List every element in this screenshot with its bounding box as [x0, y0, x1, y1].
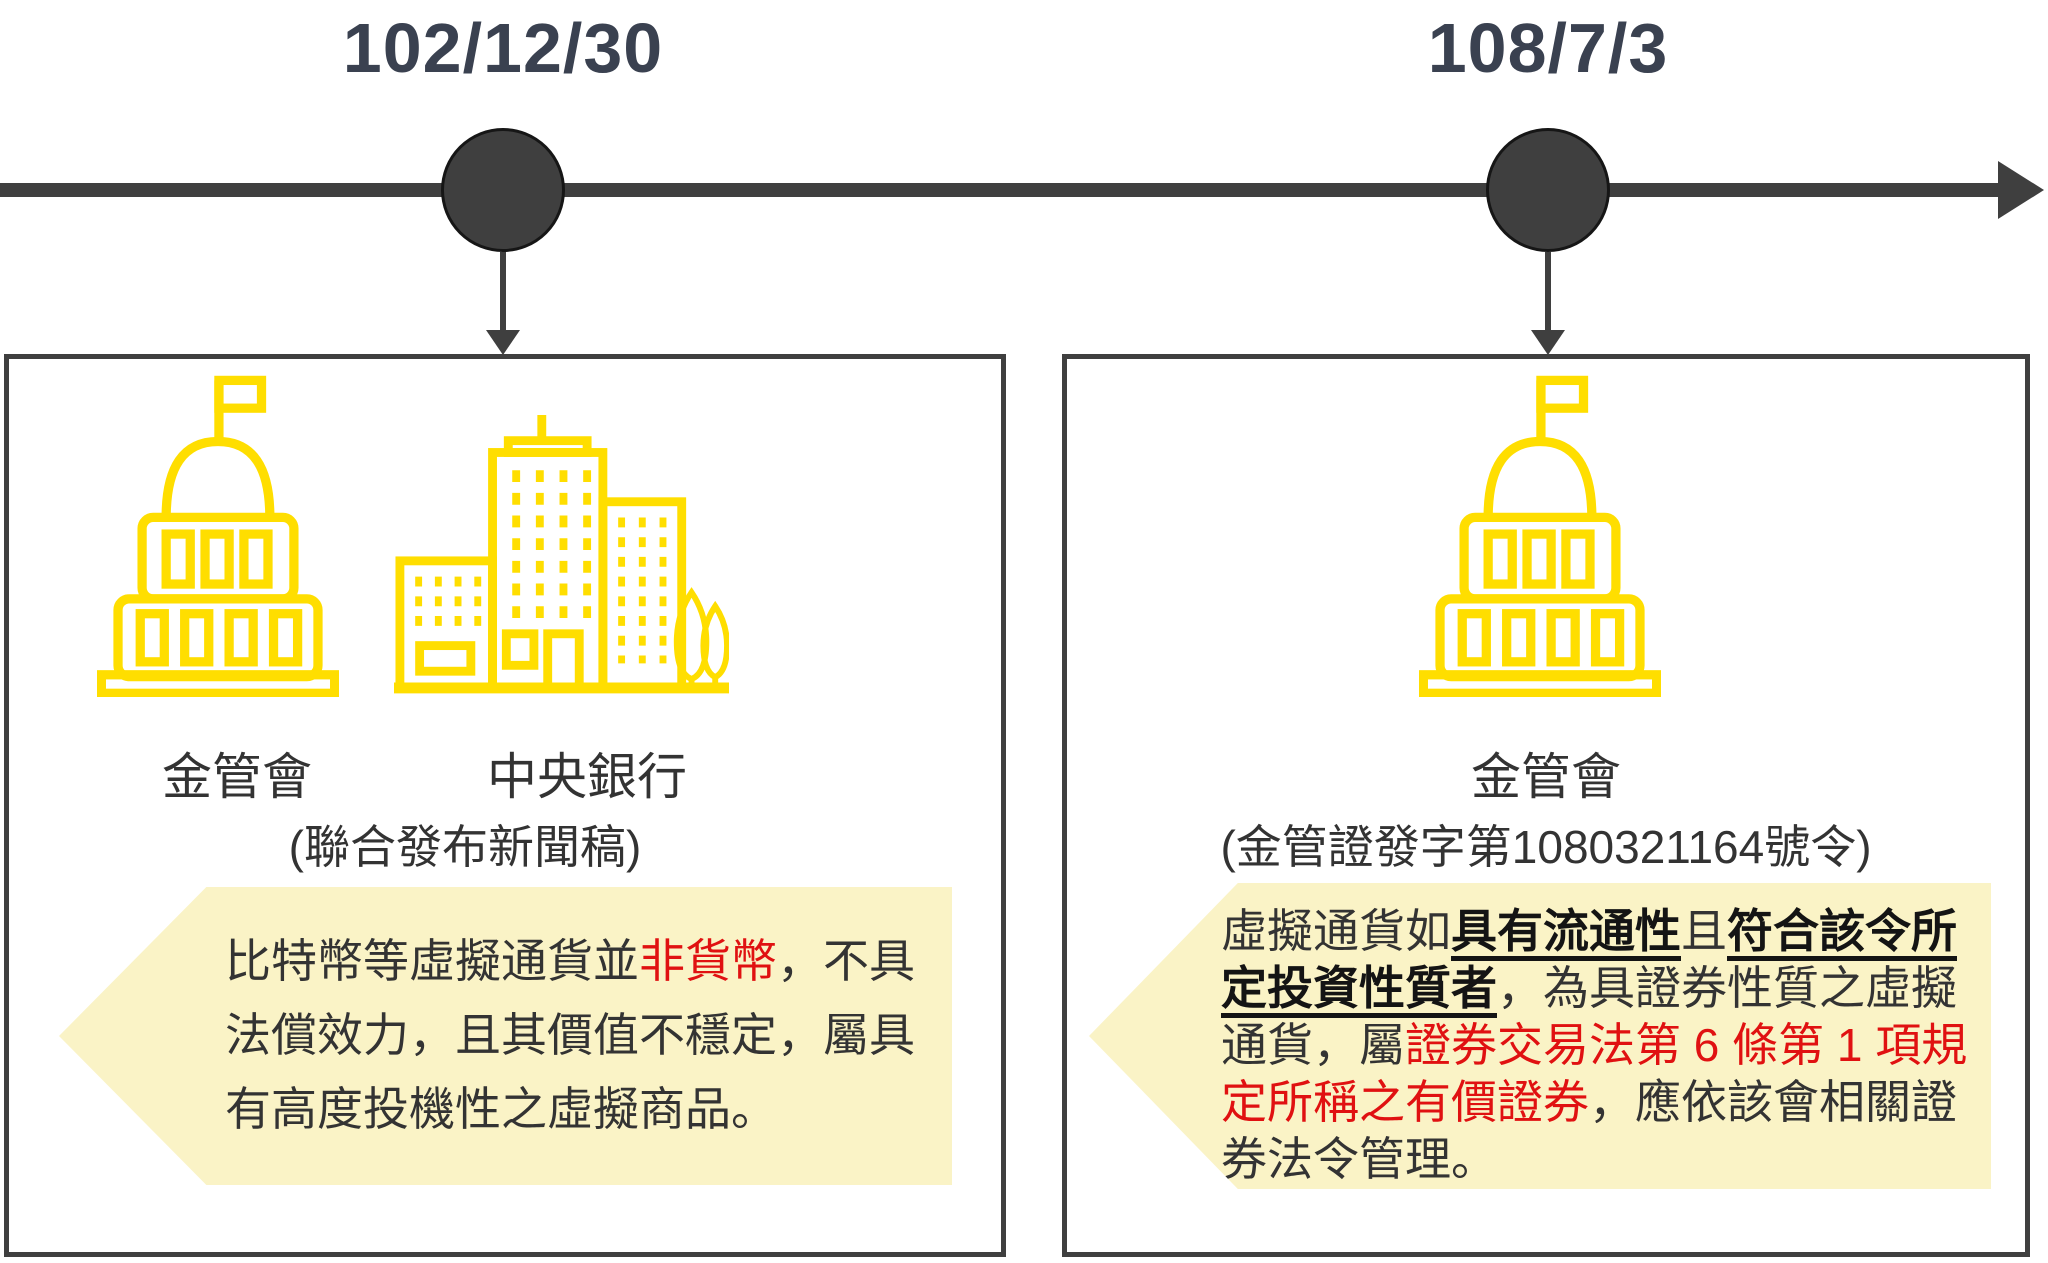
right-callout-pentagon: 虛擬通貨如具有流通性且符合該令所定投資性質者，為具證券性質之虛擬通貨，屬證券交易… — [1089, 883, 1991, 1189]
event-card-108-7-3: 金管會 (金管證發字第1080321164號令) 虛擬通貨如具有流通性且符合該令… — [1062, 354, 2030, 1257]
text-segment-bold-underline: 具有流通性 — [1451, 905, 1681, 957]
press-release-subtitle: (聯合發布新聞稿) — [288, 821, 642, 873]
text-segment: 比特幣等虛擬通貨並 — [225, 935, 639, 987]
text-segment: ，不具法償效力，且其價值不穩定，屬具有高度投機性之虛擬商品。 — [225, 935, 915, 1135]
government-building-icon — [1419, 373, 1661, 697]
org-label-fsc: 金管會 — [162, 749, 312, 805]
timeline-axis — [0, 183, 2008, 197]
text-segment: ，應依該會相關證券法令管理。 — [1221, 1076, 1957, 1185]
text-segment-red: 證券交易法第 6 條第 1 項規定所稱之有價證券 — [1221, 1019, 1968, 1128]
timeline-date-1: 102/12/30 — [342, 9, 664, 87]
text-segment: 虛擬通貨如 — [1221, 905, 1451, 957]
text-segment-bold-underline: 符合該令所定投資性質者 — [1221, 905, 1957, 1014]
text-segment: ，為具證券性質之虛擬通貨，屬 — [1221, 962, 1957, 1071]
org-label-central-bank: 中央銀行 — [487, 749, 687, 805]
timeline-node-2 — [1486, 128, 1610, 252]
event-card-102-12-30: 金管會 中央銀行 (聯合發布新聞稿) 比特幣等虛擬通貨並非貨幣，不具法償效力，且… — [4, 354, 1006, 1257]
right-callout-text: 虛擬通貨如具有流通性且符合該令所定投資性質者，為具證券性質之虛擬通貨，屬證券交易… — [1089, 883, 1991, 1188]
timeline-date-2: 108/7/3 — [1427, 9, 1669, 87]
text-segment: 且 — [1681, 905, 1727, 957]
government-building-icon — [97, 373, 339, 697]
down-arrowhead-icon-1 — [486, 330, 520, 355]
left-callout-pentagon: 比特幣等虛擬通貨並非貨幣，不具法償效力，且其價值不穩定，屬具有高度投機性之虛擬商… — [59, 887, 952, 1185]
connector-line-1 — [500, 252, 506, 334]
org-label-fsc: 金管會 — [1471, 749, 1621, 805]
left-callout-text: 比特幣等虛擬通貨並非貨幣，不具法償效力，且其價值不穩定，屬具有高度投機性之虛擬商… — [59, 887, 952, 1146]
connector-line-2 — [1545, 252, 1551, 334]
down-arrowhead-icon-2 — [1531, 330, 1565, 355]
timeline-arrowhead-icon — [1998, 161, 2044, 219]
text-segment-red: 非貨幣 — [639, 935, 777, 987]
timeline-node-1 — [441, 128, 565, 252]
order-number-subtitle: (金管證發字第1080321164號令) — [1220, 821, 1872, 873]
central-bank-buildings-icon — [394, 409, 729, 695]
